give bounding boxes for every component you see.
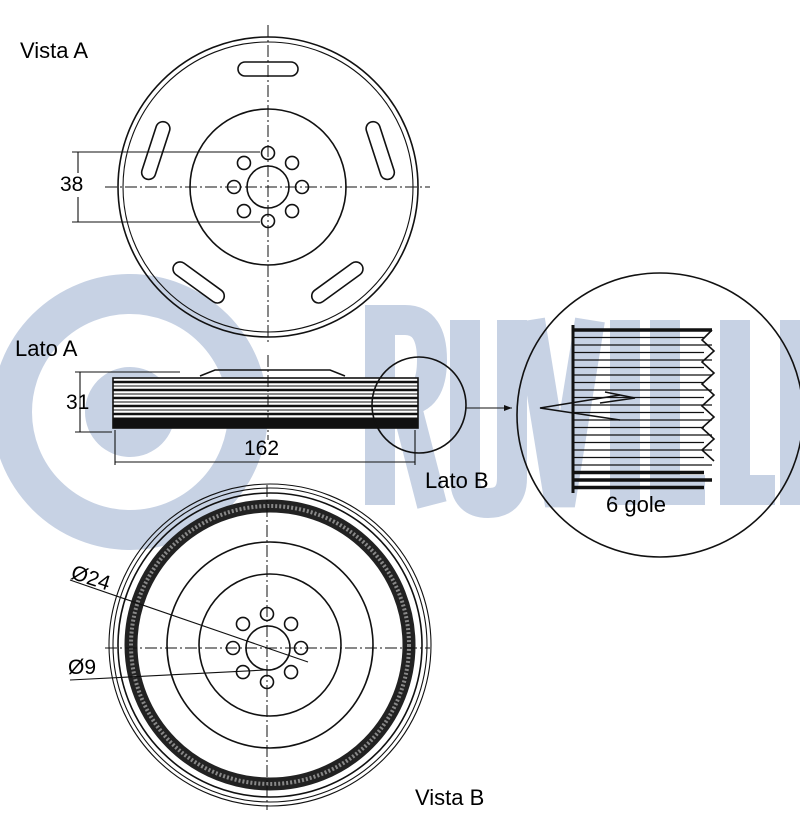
dim-bolt-circle: 38 [60,173,84,197]
bolt-hole [283,616,299,632]
bolt-hole [226,179,242,195]
dim-width: 31 [66,391,90,414]
bolt-hole [283,664,299,680]
slot [140,120,171,181]
bolt-hole [294,179,310,195]
slot [310,261,364,304]
bolt-hole [236,155,252,171]
bolt-hole [284,203,300,219]
bolt-hole [236,203,252,219]
vista-b-pulley [69,483,432,810]
label-lato-a: Lato A [15,336,78,361]
bolt-hole [235,616,251,632]
side-view-pulley [75,355,512,465]
slot [237,61,299,77]
dim-diameter: 162 [244,437,280,460]
label-vista-b: Vista B [415,785,485,810]
groove-detail [516,272,800,558]
label-vista-a: Vista A [20,38,89,63]
slot [365,120,396,181]
bolt-hole [235,664,251,680]
vista-a-pulley [72,25,430,345]
slot [172,261,226,304]
bolt-hole [260,145,276,161]
groove-profile [700,329,716,462]
bolt-hole [284,155,300,171]
dim-bolt-hole: Ø9 [68,656,97,679]
label-lato-b: Lato B [425,468,489,493]
rib-band [113,418,418,428]
bolt-hole [260,213,276,229]
label-grooves: 6 gole [606,492,666,517]
